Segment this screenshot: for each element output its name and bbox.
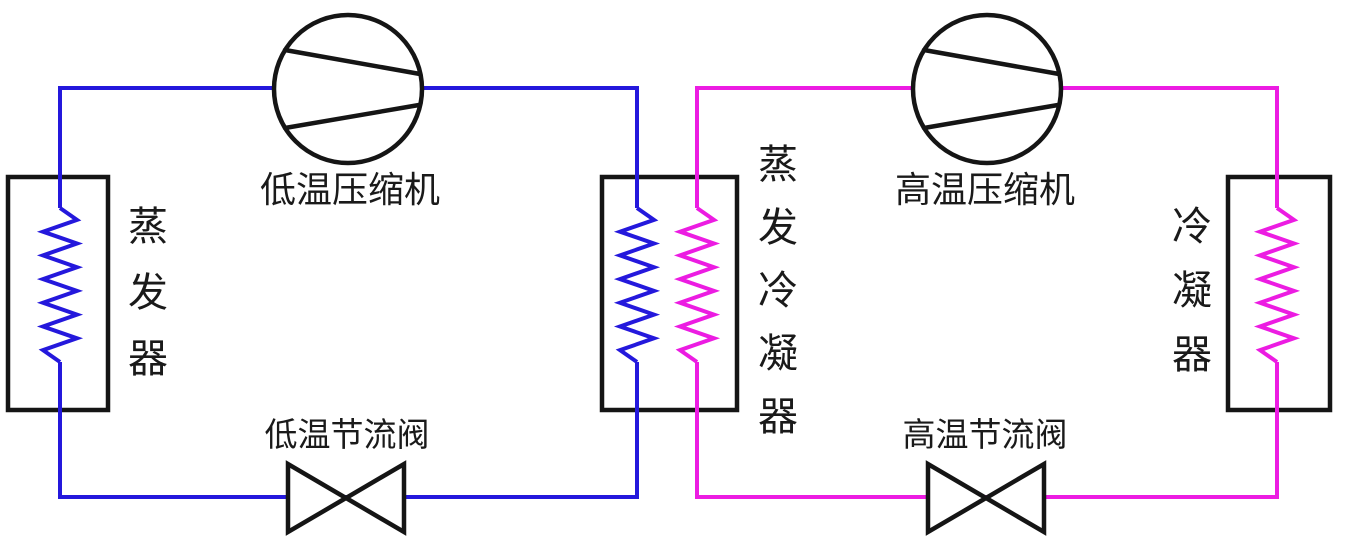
cascade-condenser-label: 蒸发冷凝器 (752, 143, 797, 458)
evaporator-coil (36, 206, 84, 364)
cascade-coil-high-side (673, 206, 721, 364)
cascade-heat-exchanger-box (599, 174, 740, 413)
high-compressor-label: 高温压缩机 (894, 170, 1076, 210)
low-temp-valve-symbol (285, 460, 407, 536)
valve-right-triangle-icon (981, 460, 1047, 536)
high-valve-label: 高温节流阀 (902, 418, 1068, 454)
valve-right-triangle-icon (341, 460, 407, 536)
compressor-circle-icon (271, 12, 425, 166)
high-temp-valve-symbol (925, 460, 1047, 536)
low-valve-label: 低温节流阀 (264, 418, 430, 454)
compressor-vane-line (921, 102, 1061, 131)
valve-left-triangle-icon (925, 460, 991, 536)
condenser-label: 冷凝器 (1166, 205, 1211, 397)
compressor-vane-line (282, 47, 423, 77)
valve-left-triangle-icon (285, 460, 351, 536)
low-temp-compressor-symbol (271, 12, 425, 166)
condenser-coil (1253, 206, 1301, 364)
high-temp-compressor-symbol (910, 12, 1064, 166)
low-compressor-label: 低温压缩机 (259, 170, 441, 210)
compressor-vane-line (921, 47, 1062, 77)
cascade-coil-low-side (613, 206, 661, 364)
compressor-vane-line (282, 102, 422, 131)
compressor-circle-icon (910, 12, 1064, 166)
evaporator-label: 蒸发器 (122, 205, 167, 403)
